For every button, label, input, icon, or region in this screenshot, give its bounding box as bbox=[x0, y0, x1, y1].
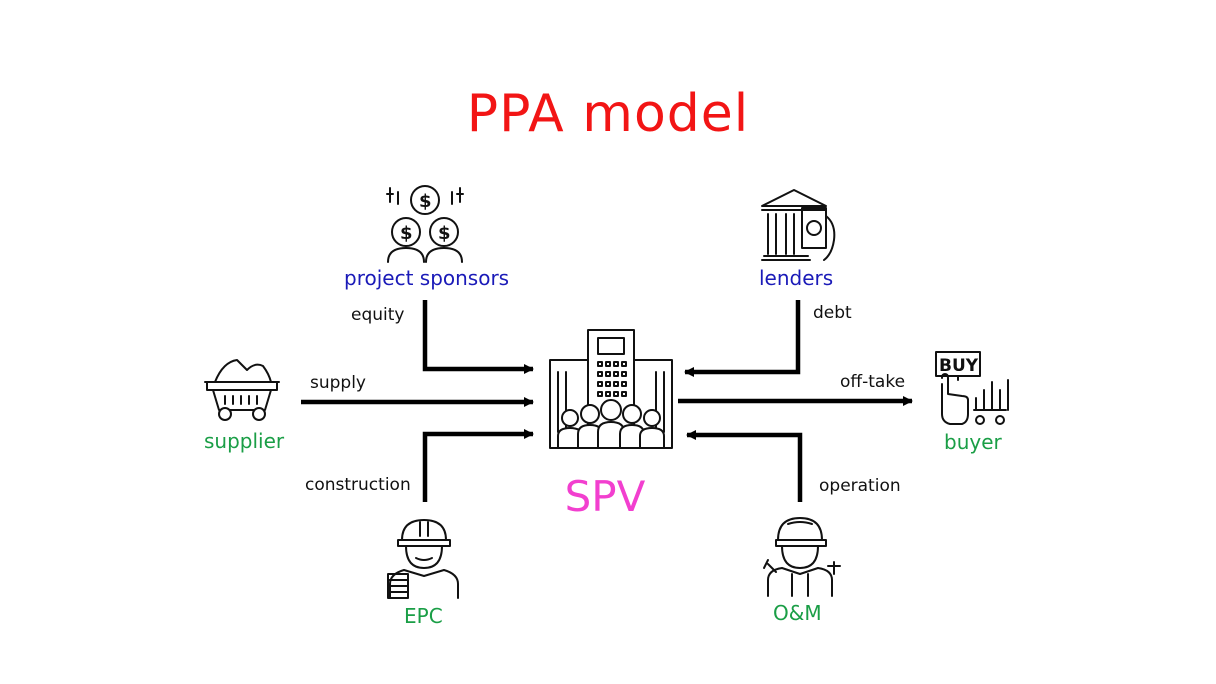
investors-icon: $ $ $ bbox=[386, 185, 464, 263]
equity-flow-label: equity bbox=[351, 305, 405, 325]
om-label: O&M bbox=[773, 601, 822, 625]
buyer-label: buyer bbox=[944, 430, 1002, 454]
svg-text:$: $ bbox=[400, 223, 413, 244]
off-take-flow-label: off-take bbox=[840, 372, 906, 392]
spv-label: SPV bbox=[564, 472, 646, 521]
svg-text:BUY: BUY bbox=[939, 356, 979, 376]
maintenance-worker-icon bbox=[763, 517, 841, 597]
operation-arrow bbox=[686, 430, 803, 502]
epc-label: EPC bbox=[404, 604, 443, 628]
diagram-title: PPA model bbox=[466, 84, 750, 144]
construction-flow-label: construction bbox=[305, 475, 411, 495]
svg-text:$: $ bbox=[438, 223, 451, 244]
spv-building-icon bbox=[549, 329, 673, 449]
equity-arrow bbox=[422, 300, 534, 374]
debt-flow-label: debt bbox=[813, 303, 852, 323]
project-sponsors-label: project sponsors bbox=[344, 266, 510, 290]
construction-worker-icon bbox=[387, 519, 459, 599]
lenders-label: lenders bbox=[759, 266, 834, 290]
operation-flow-label: operation bbox=[819, 476, 901, 496]
debt-arrow bbox=[684, 300, 801, 377]
construction-arrow bbox=[422, 429, 534, 502]
supply-flow-label: supply bbox=[310, 373, 366, 393]
buy-sign-icon: BUY bbox=[935, 351, 1009, 425]
supplier-label: supplier bbox=[204, 429, 285, 453]
svg-text:$: $ bbox=[419, 191, 432, 212]
bank-icon bbox=[761, 189, 836, 261]
mining-cart-icon bbox=[204, 359, 280, 421]
